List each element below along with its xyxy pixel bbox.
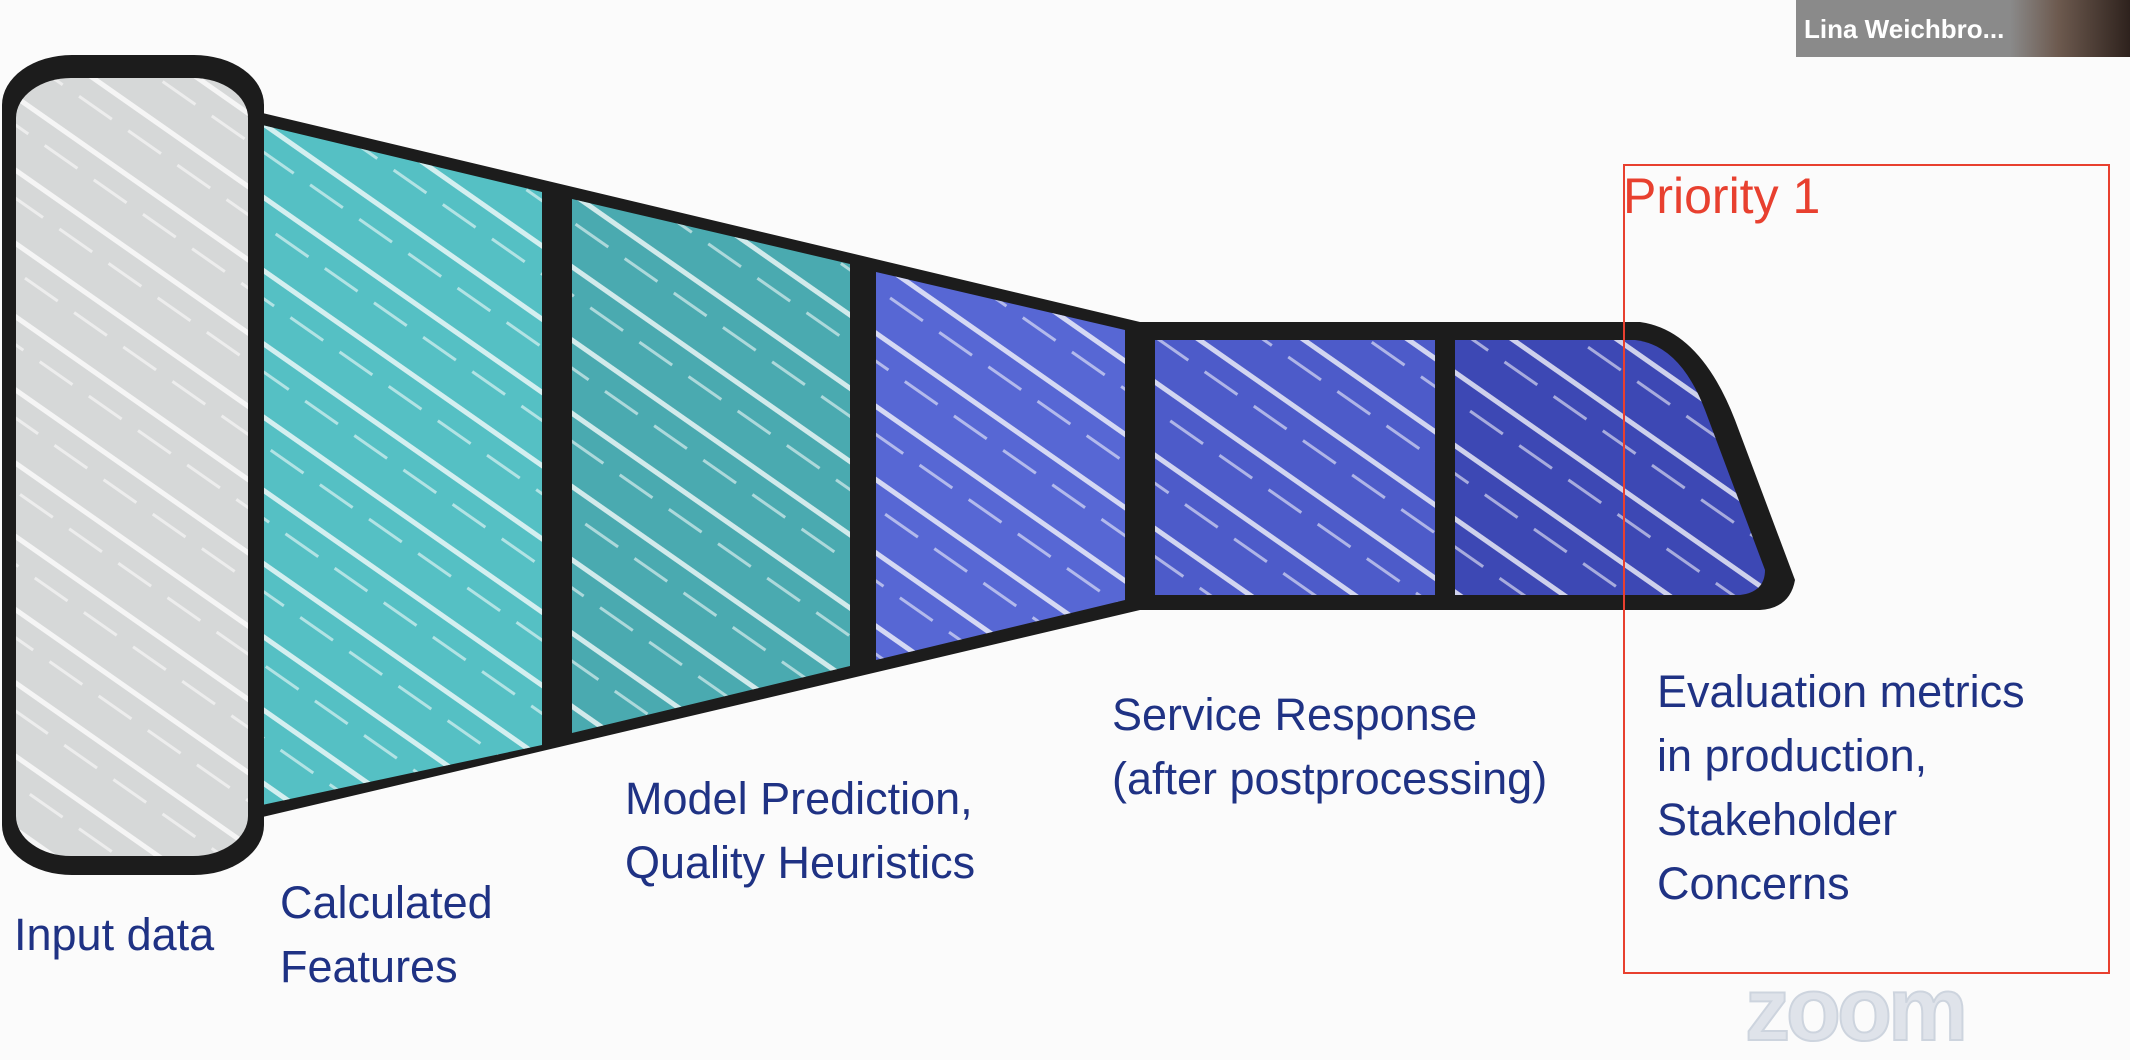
segment-calculated-features-hatch xyxy=(262,125,542,805)
priority-highlight-box xyxy=(1623,164,2110,974)
zoom-watermark-logo: zoom xyxy=(1744,960,1969,1060)
segment-model-prediction-hatch xyxy=(572,199,850,733)
stage-label-line: Evaluation metrics xyxy=(1657,666,2025,717)
stage-label-line: in production, xyxy=(1657,730,1928,781)
input-data-cylinder-hatch xyxy=(16,78,248,856)
stage-label-model-prediction: Model Prediction, Quality Heuristics xyxy=(625,767,975,895)
stage-label-line: Stakeholder xyxy=(1657,794,1898,845)
stage-label-line: Calculated xyxy=(280,877,493,928)
participant-video-tile[interactable]: Lina Weichbro... xyxy=(1796,0,2130,57)
data-pipeline-funnel-diagram xyxy=(2,55,1795,875)
stage-label-line: Input data xyxy=(14,909,215,960)
stage-label-line: (after postprocessing) xyxy=(1112,753,1548,804)
stage-label-line: Concerns xyxy=(1657,858,1850,909)
segment-evaluation-metrics-hatch xyxy=(1455,340,1765,595)
participant-name: Lina Weichbro... xyxy=(1804,14,2005,44)
stage-label-input-data: Input data xyxy=(14,903,214,967)
stage-label-line: Service Response xyxy=(1112,689,1478,740)
segment-service-response-hatch xyxy=(1155,340,1435,595)
stage-label-line: Features xyxy=(280,941,458,992)
stage-label-evaluation-metrics: Evaluation metrics in production, Stakeh… xyxy=(1657,660,2025,916)
stage-label-service-response: Service Response (after postprocessing) xyxy=(1112,683,1547,811)
participant-video-feed xyxy=(2010,0,2130,57)
stage-label-line: Quality Heuristics xyxy=(625,837,976,888)
stage-label-calculated-features: Calculated Features xyxy=(280,871,493,999)
segment-quality-heuristics-hatch xyxy=(876,272,1125,660)
priority-label: Priority 1 xyxy=(1623,168,1821,224)
stage-label-line: Model Prediction, xyxy=(625,773,973,824)
